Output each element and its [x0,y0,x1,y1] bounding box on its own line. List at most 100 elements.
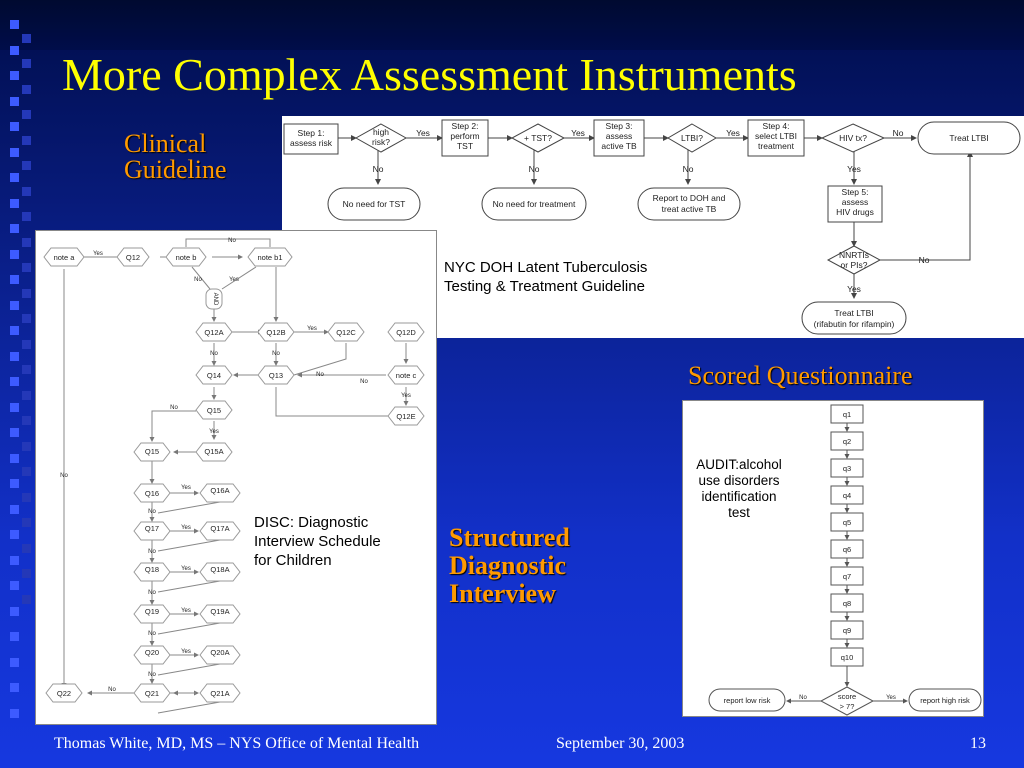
svg-text:> 7?: > 7? [840,702,855,711]
disc-node [199,483,241,503]
svg-text:report high risk: report high risk [920,696,970,705]
svg-text:Report to DOH and: Report to DOH and [653,193,726,203]
svg-text:note b1: note b1 [257,253,282,262]
svg-text:No: No [228,238,236,244]
svg-text:No: No [170,405,178,411]
decor-square [22,263,31,272]
svg-text:Step 3:: Step 3: [606,121,633,131]
decor-square [10,581,19,590]
decor-square [10,530,19,539]
svg-text:Step 1:: Step 1: [298,128,325,138]
decor-square [10,275,19,284]
svg-text:Q12B: Q12B [266,328,285,337]
audit-item-label: q8 [843,599,851,608]
disc-node [387,322,425,342]
disc-node [195,442,233,462]
svg-text:risk?: risk? [372,137,390,147]
decor-square [22,33,31,43]
svg-text:Q15: Q15 [145,447,159,456]
svg-text:Q14: Q14 [207,371,221,380]
svg-text:Treat LTBI: Treat LTBI [949,133,988,143]
svg-text:Yes: Yes [181,649,191,655]
disc-node [195,322,233,342]
audit-item-label: q3 [843,464,851,473]
svg-text:Yes: Yes [181,566,191,572]
decor-square [22,212,31,221]
decor-square [22,569,31,578]
svg-text:Yes: Yes [847,284,861,294]
decor-square [22,467,31,476]
disc-node [116,247,150,267]
audit-item-label: q4 [843,491,851,500]
decor-square [22,416,31,425]
svg-text:Q16A: Q16A [210,486,229,495]
decor-square [10,300,19,310]
decor-square [10,122,19,131]
svg-text:Step 2:: Step 2: [452,121,479,131]
audit-item-label: q5 [843,518,851,527]
decor-square [10,708,19,718]
svg-text:No: No [148,509,156,515]
audit-item-label: q1 [843,410,851,419]
svg-text:No: No [529,164,540,174]
svg-text:No: No [316,372,324,378]
disc-node [257,365,295,385]
disc-panel: AND note a Q12 note b note b1 Q12A Q12B … [35,230,437,725]
svg-text:No: No [799,695,807,701]
svg-text:No: No [373,164,384,174]
audit-item-label: q10 [841,653,854,662]
svg-text:No: No [148,549,156,555]
svg-text:Q20: Q20 [145,648,159,657]
decor-square [10,683,19,692]
svg-text:Q16: Q16 [145,489,159,498]
decor-square [22,161,31,170]
svg-text:Q12D: Q12D [396,328,416,337]
svg-text:No: No [194,277,202,283]
svg-text:Q13: Q13 [269,371,283,380]
decor-square [22,186,31,196]
svg-text:Q21A: Q21A [210,689,229,698]
decor-square [22,339,31,349]
decor-square [22,390,31,400]
svg-text:Yes: Yes [93,251,103,257]
svg-text:HIV tx?: HIV tx? [839,133,867,143]
disc-node [133,683,171,703]
svg-text:Q19A: Q19A [210,607,229,616]
tb-guideline-flowchart: Step 1: assess risk high risk? Step 2: p… [283,119,1021,335]
svg-text:score: score [838,692,856,701]
svg-text:+ TST?: + TST? [524,133,552,143]
decor-square [10,71,19,80]
svg-text:No: No [148,672,156,678]
disc-flowchart: AND note a Q12 note b note b1 Q12A Q12B … [43,238,425,714]
svg-text:active TB: active TB [601,141,637,151]
decor-square [10,45,19,55]
decor-square [10,402,19,412]
svg-text:report low risk: report low risk [724,696,771,705]
svg-text:No: No [919,255,930,265]
decor-square [10,428,19,437]
svg-text:Q12A: Q12A [204,328,223,337]
svg-text:note a: note a [54,253,76,262]
svg-text:Yes: Yes [307,326,317,332]
decor-square [10,377,19,386]
svg-text:Yes: Yes [886,695,896,701]
svg-text:Q12C: Q12C [336,328,356,337]
svg-text:note c: note c [396,371,417,380]
svg-text:No need for treatment: No need for treatment [493,199,576,209]
decor-square [10,504,19,514]
svg-text:perform: perform [450,131,479,141]
footer-page-number: 13 [970,735,986,752]
disc-node [387,406,425,426]
svg-text:or PIs?: or PIs? [841,260,868,270]
decor-square [10,632,19,641]
svg-text:NNRTIs: NNRTIs [839,250,869,260]
decor-square [10,173,19,182]
disc-node [133,604,171,624]
svg-text:treat active TB: treat active TB [662,204,717,214]
svg-text:Treat LTBI: Treat LTBI [834,308,873,318]
decor-square [22,594,31,604]
disc-node [133,442,171,462]
disc-node [199,521,241,541]
svg-text:note b: note b [176,253,197,262]
svg-text:Q12E: Q12E [396,412,415,421]
